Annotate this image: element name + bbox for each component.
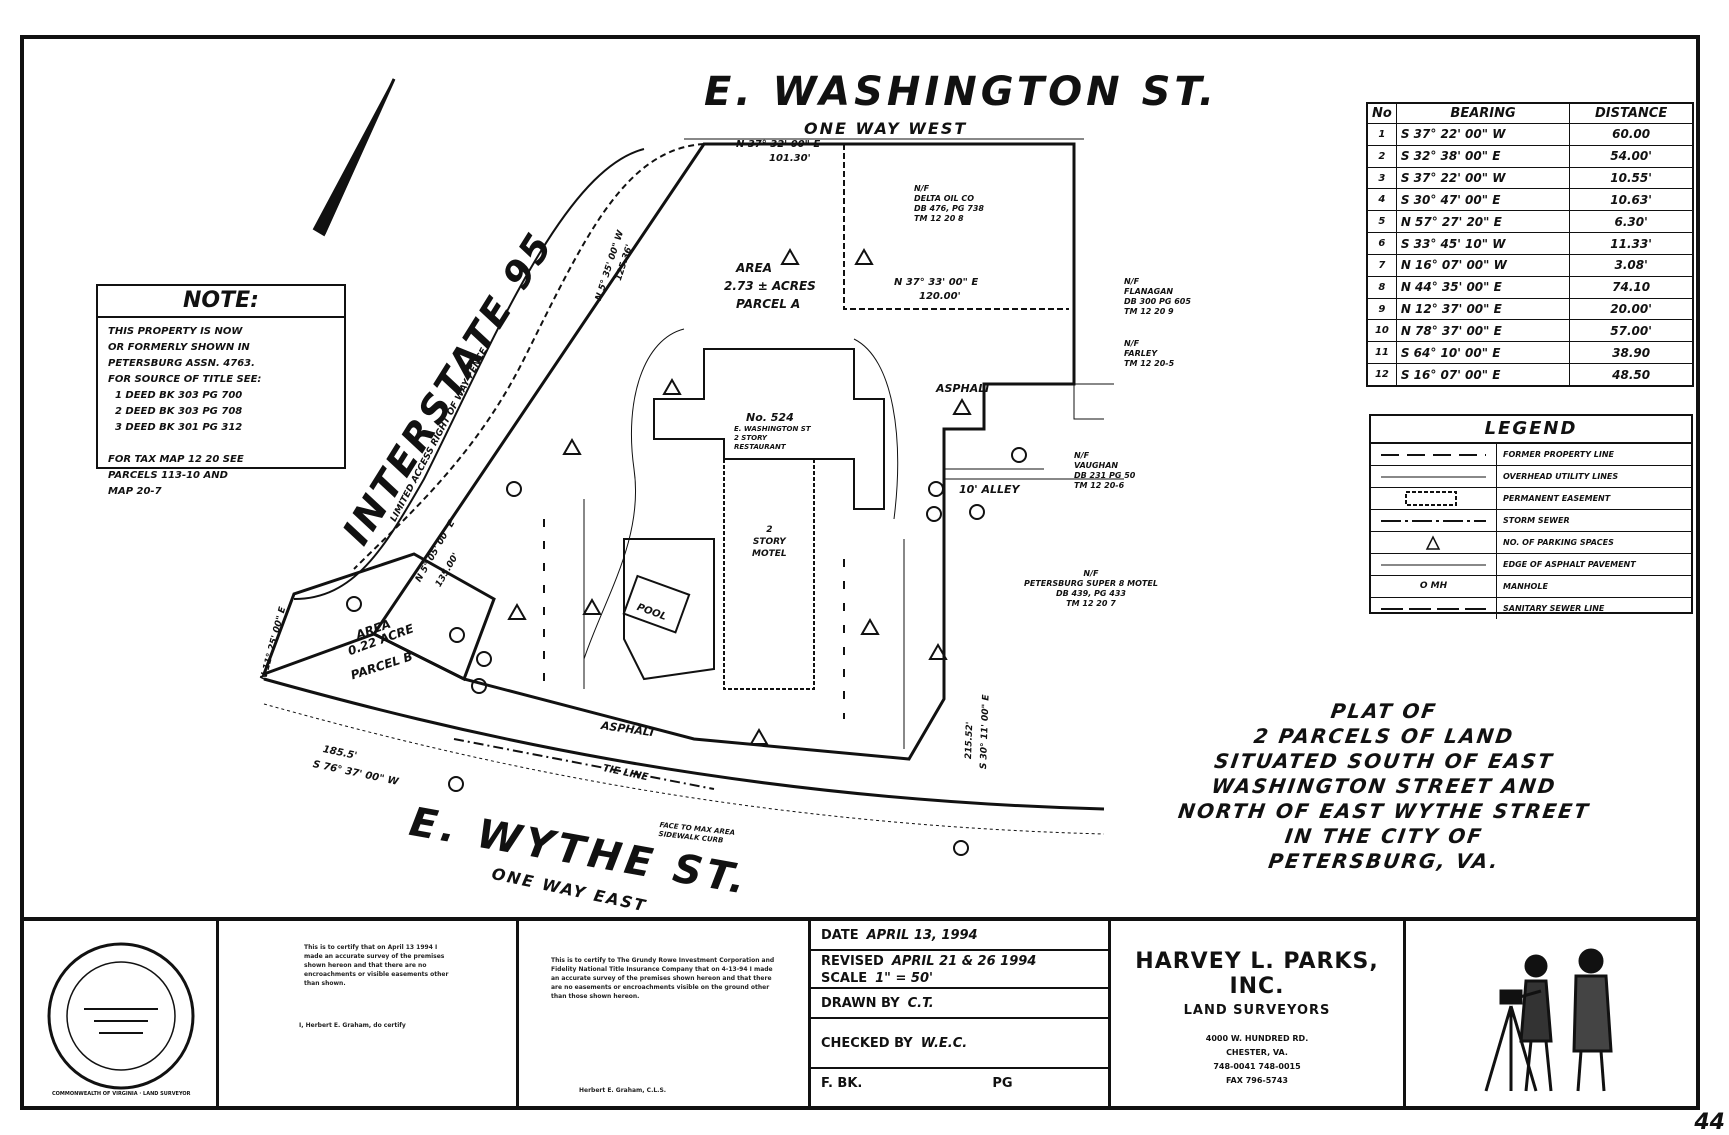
- legend-item: PERMANENT EASEMENT: [1371, 488, 1691, 510]
- plat-map: [261, 78, 1124, 856]
- overhead-line-symbol: [1381, 476, 1486, 478]
- certification-cell-1: This is to certify that on April 13 1994…: [219, 921, 519, 1106]
- legend-item: OVERHEAD UTILITY LINES: [1371, 466, 1691, 488]
- plat-title: PLAT OF 2 PARCELS OF LAND SITUATED SOUTH…: [1154, 699, 1614, 874]
- legend-item: O MH MANHOLE: [1371, 576, 1691, 598]
- note-box: NOTE: THIS PROPERTY IS NOW OR FORMERLY S…: [96, 284, 346, 497]
- bearing-north: N 37° 32' 00" E: [736, 139, 821, 150]
- alley-label: 10' ALLEY: [959, 483, 1020, 496]
- surveyor-seal-icon: [47, 942, 195, 1090]
- motel-building: [723, 458, 815, 690]
- field-book-row: F. BK.PG: [821, 1076, 1013, 1091]
- firm-subtitle: LAND SURVEYORS: [1183, 1003, 1331, 1018]
- sanitary-sewer-symbol: [1381, 608, 1486, 610]
- title-block: COMMONWEALTH OF VIRGINIA · LAND SURVEYOR…: [24, 921, 1696, 1106]
- legend-box: LEGEND FORMER PROPERTY LINE OVERHEAD UTI…: [1369, 414, 1693, 619]
- owner-vaughan: N/F VAUGHAN DB 231 PG 50 TM 12 20-6: [1074, 451, 1136, 490]
- plat-title-line: NORTH OF EAST WYTHE STREET: [1176, 799, 1592, 823]
- seal-text: COMMONWEALTH OF VIRGINIA · LAND SURVEYOR: [52, 1091, 191, 1097]
- restaurant-building: [653, 348, 885, 510]
- storm-sewer-symbol: [1381, 520, 1486, 522]
- bearing-table-header-distance: DISTANCE: [1569, 102, 1694, 124]
- parcel-a-area: AREA: [736, 261, 773, 275]
- drawing-area: E. WASHINGTON ST. ONE WAY WEST E. WYTHE …: [24, 39, 1696, 921]
- owner-delta-oil: N/F DELTA OIL CO DB 476, PG 738 TM 12 20…: [914, 184, 984, 223]
- legend-item: EDGE OF ASPHALT PAVEMENT: [1371, 554, 1691, 576]
- note-text: THIS PROPERTY IS NOW OR FORMERLY SHOWN I…: [108, 326, 262, 497]
- owner-farley: N/F FARLEY TM 12 20-5: [1124, 339, 1175, 368]
- pool-outline: [622, 574, 691, 634]
- seal-cell: COMMONWEALTH OF VIRGINIA · LAND SURVEYOR: [24, 921, 219, 1106]
- parcel-b-boundary: [261, 552, 496, 682]
- certification-signature-2: Herbert E. Graham, C.L.S.: [579, 1087, 667, 1094]
- asphalt-edge-symbol: [1381, 564, 1486, 566]
- page-number: 44: [1694, 1110, 1725, 1135]
- note-title: NOTE:: [98, 286, 344, 318]
- owner-petersburg-motel: N/F PETERSBURG SUPER 8 MOTEL DB 439, PG …: [1024, 569, 1158, 608]
- certification-signature-1: I, Herbert E. Graham, do certify: [299, 1022, 406, 1029]
- i95-fence-line: [353, 143, 705, 570]
- certification-cell-2: This is to certify to The Grundy Rowe In…: [519, 921, 811, 1106]
- north-street-name: E. WASHINGTON ST.: [704, 69, 1219, 115]
- plat-title-line: SITUATED SOUTH OF EAST: [1212, 749, 1556, 773]
- plat-title-line: PLAT OF: [1329, 699, 1439, 723]
- building-description: E. WASHINGTON ST 2 STORY RESTAURANT: [734, 425, 811, 451]
- plat-title-line: IN THE CITY OF: [1283, 824, 1485, 848]
- bearing-table-header-no: No: [1366, 102, 1397, 124]
- legend-title: LEGEND: [1371, 416, 1691, 444]
- distance-north: 101.30': [769, 153, 811, 164]
- firm-address: 4000 W. HUNDRED RD. CHESTER, VA. 748-004…: [1205, 1034, 1309, 1085]
- legend-item: FORMER PROPERTY LINE: [1371, 444, 1691, 466]
- surveyor-figure-icon: [1484, 948, 1613, 1092]
- certification-text-2: This is to certify to The Grundy Rowe In…: [551, 957, 775, 1000]
- legend-item: STORM SEWER: [1371, 510, 1691, 532]
- building-number: No. 524: [746, 411, 794, 424]
- easement-symbol: [1405, 491, 1457, 506]
- distance-east: 215.52': [964, 721, 976, 760]
- bearing-mid: N 37° 33' 00" E: [894, 277, 979, 288]
- legend-item: NO. OF PARKING SPACES: [1371, 532, 1691, 554]
- plat-title-line: WASHINGTON STREET AND: [1209, 774, 1559, 798]
- plat-title-line: 2 PARCELS OF LAND: [1252, 724, 1516, 748]
- parcel-a-acres: 2.73 ± ACRES: [724, 279, 816, 293]
- owner-flanagan: N/F FLANAGAN DB 300 PG 605 TM 12 20 9: [1124, 277, 1191, 316]
- motel-label: 2 STORY MOTEL: [752, 525, 787, 559]
- plat-title-line: PETERSBURG, VA.: [1266, 849, 1502, 873]
- north-street-direction: ONE WAY WEST: [804, 119, 968, 138]
- bearing-table-header-bearing: BEARING: [1395, 102, 1571, 124]
- wythe-street-curve: [263, 677, 1105, 811]
- plat-sheet: E. WASHINGTON ST. ONE WAY WEST E. WYTHE …: [20, 35, 1700, 1110]
- surveyor-logo-cell: [1406, 921, 1696, 1106]
- parcel-a-name: PARCEL A: [736, 297, 801, 311]
- certification-text-1: This is to certify that on April 13 1994…: [304, 944, 449, 987]
- manhole-icon: O MH: [1419, 581, 1448, 591]
- former-line-symbol: [1381, 454, 1486, 456]
- legend-item: SANITARY SEWER LINE: [1371, 598, 1691, 619]
- parking-triangle-icon: [1425, 535, 1441, 550]
- firm-name: HARVEY L. PARKS, INC.: [1135, 949, 1379, 999]
- firm-cell: HARVEY L. PARKS, INC. LAND SURVEYORS 400…: [1111, 921, 1406, 1106]
- asphalt-label-east: ASPHALT: [936, 382, 991, 395]
- distance-mid: 120.00': [919, 291, 961, 302]
